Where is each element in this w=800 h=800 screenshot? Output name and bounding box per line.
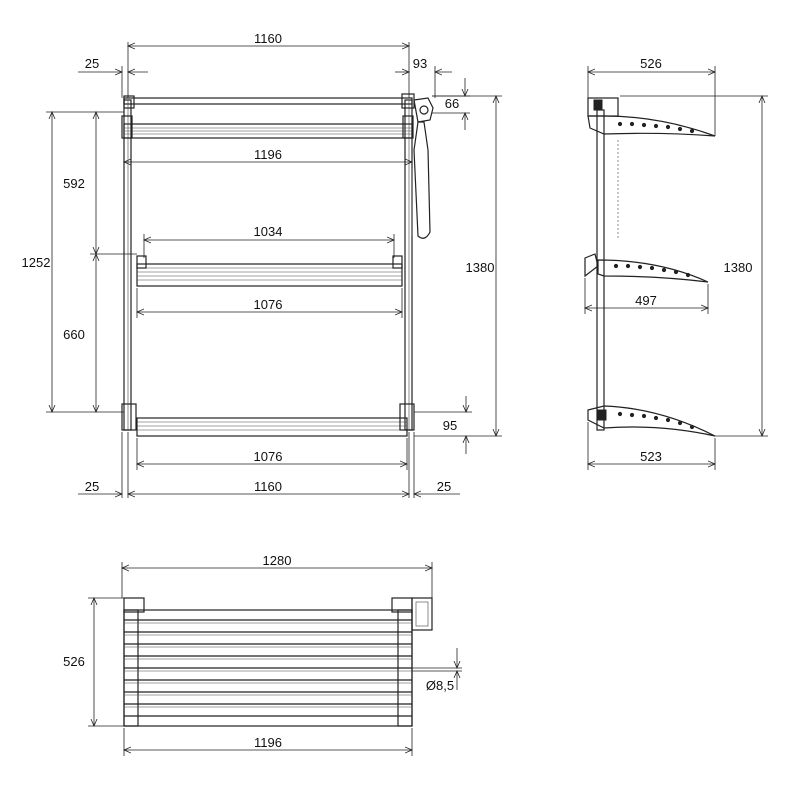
left-top-bracket	[123, 95, 135, 109]
dim-label: 25	[85, 479, 99, 494]
dim-front-660: 660	[63, 254, 96, 412]
side-middle-arm	[584, 253, 709, 283]
dim-front-1076-middle: 1076	[137, 288, 402, 318]
dim-front-66: 66	[432, 78, 470, 130]
pulley-handle	[411, 97, 434, 239]
top-rail	[123, 97, 413, 105]
dim-front-25-top: 25	[78, 56, 148, 98]
bottom-drying-bar	[121, 403, 415, 437]
dim-top-rod-diameter: Ø8,5	[412, 648, 462, 693]
dim-label: 1380	[724, 260, 753, 275]
dim-label: 66	[445, 96, 459, 111]
middle-drying-bar	[136, 255, 403, 287]
dim-label: 1160	[254, 479, 282, 494]
side-bottom-arm	[587, 405, 716, 437]
dim-label: 25	[85, 56, 99, 71]
dim-front-1196: 1196	[124, 140, 412, 168]
dim-front-1034: 1034	[144, 224, 394, 258]
top-view-pulley-box	[411, 597, 433, 631]
top-drying-bar	[121, 115, 414, 139]
dim-label: 1280	[263, 553, 292, 568]
dim-label: 592	[63, 176, 85, 191]
dim-front-95: 95	[414, 396, 472, 454]
dim-label: 1380	[466, 260, 495, 275]
dim-label: 526	[63, 654, 85, 669]
dim-side-497: 497	[585, 278, 708, 314]
dim-top-526: 526	[63, 598, 124, 726]
dim-label: 523	[640, 449, 662, 464]
dim-front-1160-bottom: 1160 25 25	[78, 432, 460, 498]
dim-label: 1034	[254, 224, 283, 239]
dim-front-1160-top: 1160	[128, 31, 409, 98]
front-view: 1160 25 93 66 1196	[22, 31, 502, 498]
dim-label: 497	[635, 293, 657, 308]
dim-label: 526	[640, 56, 662, 71]
dim-side-526: 526	[588, 56, 715, 136]
dim-top-1196: 1196	[124, 728, 412, 756]
dim-label: 1196	[254, 735, 282, 750]
dim-label: 1076	[254, 449, 283, 464]
dim-front-592: 592	[63, 112, 137, 254]
side-top-bracket	[587, 97, 619, 117]
dim-label: 660	[63, 327, 85, 342]
top-view-left-bracket	[123, 597, 145, 613]
left-post	[123, 99, 132, 431]
dim-top-1280: 1280	[122, 553, 432, 598]
dim-front-1076-bottom: 1076	[137, 438, 407, 470]
dim-label: 1076	[254, 297, 283, 312]
dim-label: 25	[437, 479, 451, 494]
side-top-arm	[587, 115, 716, 137]
side-view: 526 1380 497 523	[585, 56, 768, 470]
top-view-rods	[124, 619, 412, 717]
dim-front-1252: 1252	[22, 112, 124, 412]
dim-label: 95	[443, 418, 457, 433]
dim-label: 1196	[254, 147, 282, 162]
side-bottom-bracket-block	[597, 409, 607, 421]
right-post	[404, 99, 413, 431]
dim-label: 1252	[22, 255, 51, 270]
top-view: 1280 526 Ø8,5 1196	[63, 553, 462, 756]
dim-side-1380: 1380	[620, 96, 768, 436]
dim-front-1380: 1380	[414, 96, 502, 436]
dim-front-93: 93	[395, 56, 452, 98]
dim-label: 93	[413, 56, 427, 71]
dim-label: Ø8,5	[426, 678, 454, 693]
dim-side-523: 523	[588, 422, 715, 470]
side-top-bracket-block	[593, 99, 603, 111]
dim-label: 1160	[254, 31, 282, 46]
